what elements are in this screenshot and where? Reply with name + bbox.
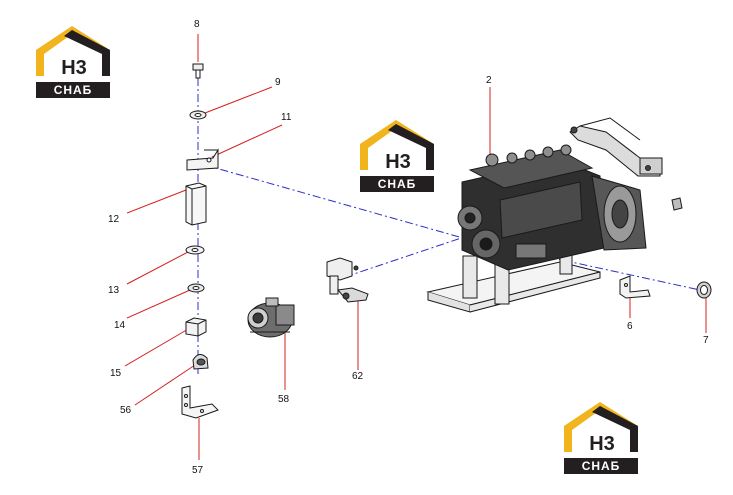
part-13-washer bbox=[185, 245, 205, 255]
leader-56 bbox=[134, 364, 196, 406]
callout-11: 11 bbox=[281, 112, 292, 123]
logo-mark: Н3 bbox=[385, 151, 411, 173]
leader-13 bbox=[126, 251, 189, 285]
leader-14 bbox=[126, 289, 191, 319]
callout-57: 57 bbox=[192, 465, 204, 476]
part-6-bracket bbox=[619, 275, 651, 299]
part-62-linkage bbox=[326, 257, 369, 303]
logo-mark: Н3 bbox=[589, 433, 615, 455]
callout-62: 62 bbox=[352, 371, 364, 382]
leader-15 bbox=[124, 327, 191, 367]
leader-9 bbox=[204, 86, 273, 114]
part-58-starter bbox=[247, 297, 295, 338]
part-8-bolt bbox=[192, 63, 204, 79]
callout-9: 9 bbox=[275, 77, 281, 88]
leader-11 bbox=[211, 124, 283, 158]
part-15-nut bbox=[185, 317, 207, 337]
watermark-logo-1 bbox=[36, 26, 110, 98]
watermark-logo-2-text: Н3 СНАБ bbox=[360, 120, 434, 192]
part-7-ring bbox=[696, 281, 712, 299]
watermark-logo-1-text: Н3 СНАБ bbox=[36, 26, 110, 98]
leader-lines bbox=[124, 34, 707, 460]
part-12-bushing bbox=[185, 182, 207, 226]
left-mount-stack bbox=[181, 63, 219, 419]
callout-6: 6 bbox=[627, 321, 633, 332]
logo-mark: Н3 bbox=[61, 57, 87, 79]
mount-to-engine-axis bbox=[204, 164, 471, 241]
leader-12 bbox=[126, 189, 187, 214]
watermark-logo-3 bbox=[564, 402, 638, 474]
part-9-washer bbox=[189, 110, 207, 120]
logo-caption: СНАБ bbox=[377, 177, 417, 191]
callout-8: 8 bbox=[194, 19, 200, 30]
part-2-engine-assembly bbox=[426, 117, 683, 313]
callout-7: 7 bbox=[703, 335, 709, 346]
callout-12: 12 bbox=[108, 214, 120, 225]
logo-caption: СНАБ bbox=[53, 83, 93, 97]
callout-15: 15 bbox=[110, 368, 122, 379]
engine-head-detail bbox=[485, 144, 572, 167]
callout-2: 2 bbox=[486, 75, 492, 86]
part-11-bracket bbox=[186, 148, 219, 171]
callout-58: 58 bbox=[278, 394, 290, 405]
part-14-washer bbox=[187, 283, 205, 293]
part-57-bracket bbox=[181, 385, 219, 419]
callout-56: 56 bbox=[120, 405, 132, 416]
part-56-pad bbox=[192, 354, 209, 370]
logo-caption: СНАБ bbox=[581, 459, 621, 473]
watermark-logo-3-text: Н3 СНАБ bbox=[564, 402, 638, 474]
watermark-logo-2 bbox=[360, 120, 434, 192]
callout-14: 14 bbox=[114, 320, 126, 331]
callout-13: 13 bbox=[108, 285, 120, 296]
